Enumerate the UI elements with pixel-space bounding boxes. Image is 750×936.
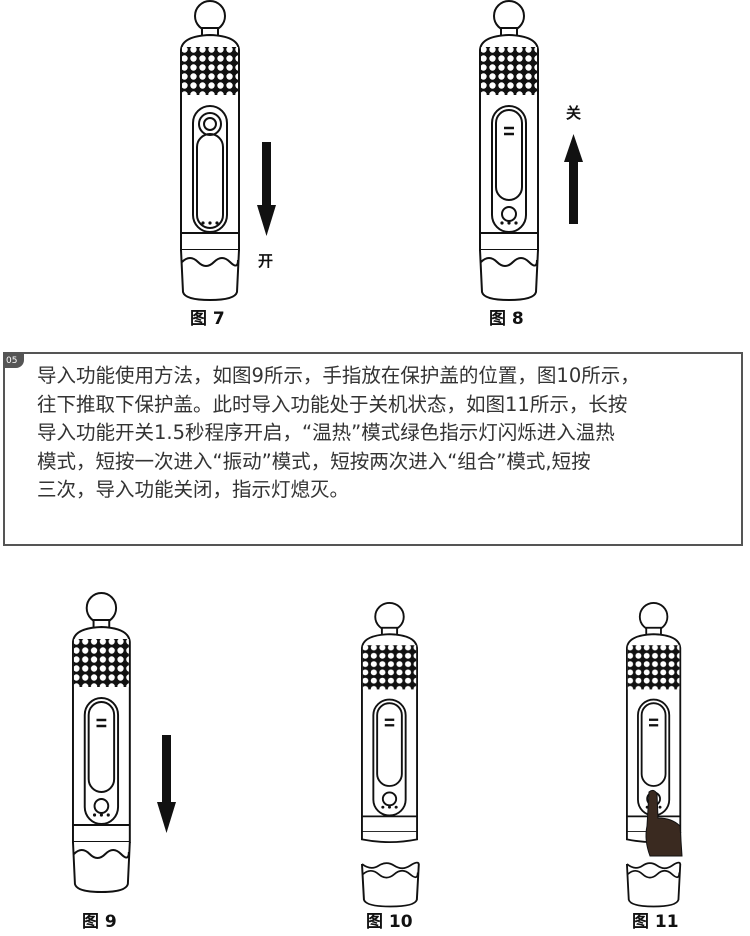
figure-caption-11: 图 11 (632, 912, 679, 932)
instruction-line: 三次，导入功能关闭，指示灯熄灭。 (37, 478, 350, 501)
protective-cap-fig10 (361, 861, 420, 908)
finger-icon (645, 789, 683, 857)
figure-caption-10: 图 10 (366, 912, 413, 932)
arrow-down-icon (157, 735, 176, 833)
instruction-box: 05 导入功能使用方法，如图9所示，手指放在保护盖的位置，图10所示， 往下推取… (3, 352, 743, 546)
instruction-text: 导入功能使用方法，如图9所示，手指放在保护盖的位置，图10所示， 往下推取下保护… (37, 362, 737, 505)
instruction-line: 导入功能开关1.5秒程序开启，“温热”模式绿色指示灯闪烁进入温热 (37, 421, 615, 444)
arrow-label-off: 关 (566, 104, 582, 122)
protective-cap-fig11 (625, 861, 682, 908)
figure-caption-9: 图 9 (82, 912, 117, 932)
device-fig10 (361, 601, 419, 844)
device-fig8 (479, 0, 539, 301)
step-badge: 05 (5, 354, 24, 368)
figure-caption-8: 图 8 (489, 309, 524, 329)
instruction-line: 模式，短按一次进入“振动”模式，短按两次进入“组合”模式,短按 (37, 449, 591, 473)
instruction-line: 导入功能使用方法，如图9所示，手指放在保护盖的位置，图10所示， (37, 364, 640, 387)
arrow-down-icon (257, 142, 276, 236)
device-fig9 (71, 592, 131, 893)
arrow-up-icon (564, 134, 583, 224)
arrow-label-on: 开 (258, 252, 274, 270)
device-fig7 (180, 0, 240, 301)
instruction-line: 往下推取下保护盖。此时导入功能处于关机状态，如图11所示，长按 (37, 392, 628, 416)
figure-caption-7: 图 7 (190, 309, 225, 329)
